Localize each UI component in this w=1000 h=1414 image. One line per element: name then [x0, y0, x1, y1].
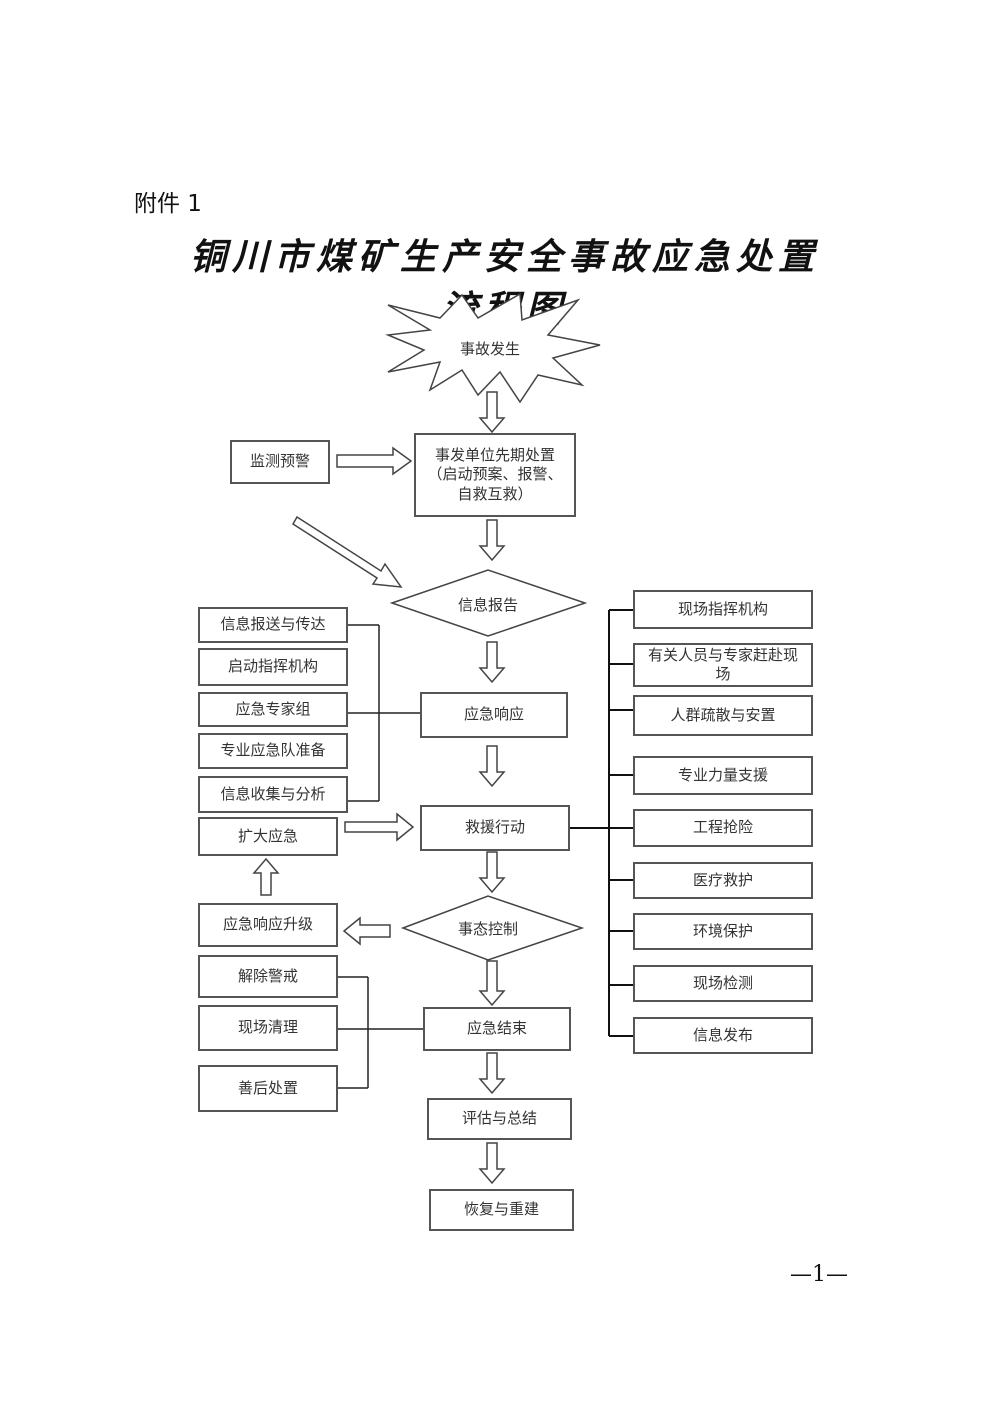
- attachment-label: 附件 1: [134, 191, 202, 217]
- end-bracket: [337, 976, 424, 1089]
- response-upgrade-box: 应急响应升级: [198, 903, 338, 947]
- response-action-item: 信息收集与分析: [198, 776, 348, 813]
- situation-control-label: 事态控制: [457, 919, 518, 938]
- monitoring-box: 监测预警: [230, 440, 330, 484]
- response-action-item: 应急专家组: [198, 692, 348, 727]
- rescue-action-item: 人群疏散与安置: [633, 695, 813, 736]
- start-label: 事故发生: [459, 339, 520, 358]
- rescue-action-item: 现场指挥机构: [633, 590, 813, 629]
- end-action-item: 现场清理: [198, 1005, 338, 1051]
- down-arrow-icon: [478, 1052, 506, 1095]
- right-arrow-icon: [336, 446, 413, 476]
- rescue-action-item: 有关人员与专家赶赴现场: [633, 643, 813, 687]
- page-title: 铜川市煤矿生产安全事故应急处置流程图: [189, 236, 820, 330]
- emergency-end-box: 应急结束: [423, 1007, 571, 1051]
- response-action-item: 信息报送与传达: [198, 607, 348, 643]
- info-report-label: 信息报告: [457, 595, 518, 614]
- left-arrow-icon: [342, 916, 391, 946]
- down-arrow-icon: [478, 519, 506, 562]
- down-arrow-icon: [478, 391, 506, 434]
- initial-response-box: 事发单位先期处置 （启动预案、报警、 自救互救）: [414, 433, 576, 517]
- initial-response-line1: 事发单位先期处置: [434, 445, 555, 464]
- end-action-item: 善后处置: [198, 1065, 338, 1112]
- arrow-group: [252, 391, 506, 1185]
- start-starburst: [385, 292, 601, 404]
- initial-response-line3: 自救互救）: [457, 484, 533, 503]
- recovery-box: 恢复与重建: [429, 1189, 574, 1231]
- expand-emergency-box: 扩大应急: [198, 817, 338, 856]
- down-arrow-icon: [478, 745, 506, 788]
- right-arrow-icon: [344, 812, 415, 842]
- diagonal-arrow-icon: [291, 515, 403, 588]
- page-number: —1—: [790, 1262, 848, 1287]
- rescue-action-item: 信息发布: [633, 1017, 813, 1054]
- up-arrow-icon: [252, 857, 280, 896]
- down-arrow-icon: [478, 960, 506, 1007]
- rescue-bracket: [569, 609, 633, 1037]
- rescue-action-item: 现场检测: [633, 965, 813, 1002]
- response-action-item: 专业应急队准备: [198, 733, 348, 769]
- info-report-diamond: [389, 569, 588, 637]
- response-action-item: 启动指挥机构: [198, 648, 348, 686]
- rescue-action-box: 救援行动: [420, 805, 570, 851]
- down-arrow-icon: [478, 1142, 506, 1185]
- down-arrow-icon: [478, 851, 506, 894]
- evaluation-box: 评估与总结: [427, 1098, 572, 1140]
- rescue-action-item: 环境保护: [633, 913, 813, 950]
- initial-response-line2: （启动预案、报警、: [427, 465, 563, 484]
- rescue-action-item: 医疗救护: [633, 862, 813, 899]
- end-action-item: 解除警戒: [198, 955, 338, 998]
- response-bracket: [347, 624, 421, 802]
- rescue-action-item: 工程抢险: [633, 809, 813, 847]
- rescue-action-item: 专业力量支援: [633, 756, 813, 795]
- emergency-response-box: 应急响应: [420, 692, 568, 738]
- down-arrow-icon: [478, 641, 506, 684]
- situation-control-diamond: [400, 895, 585, 961]
